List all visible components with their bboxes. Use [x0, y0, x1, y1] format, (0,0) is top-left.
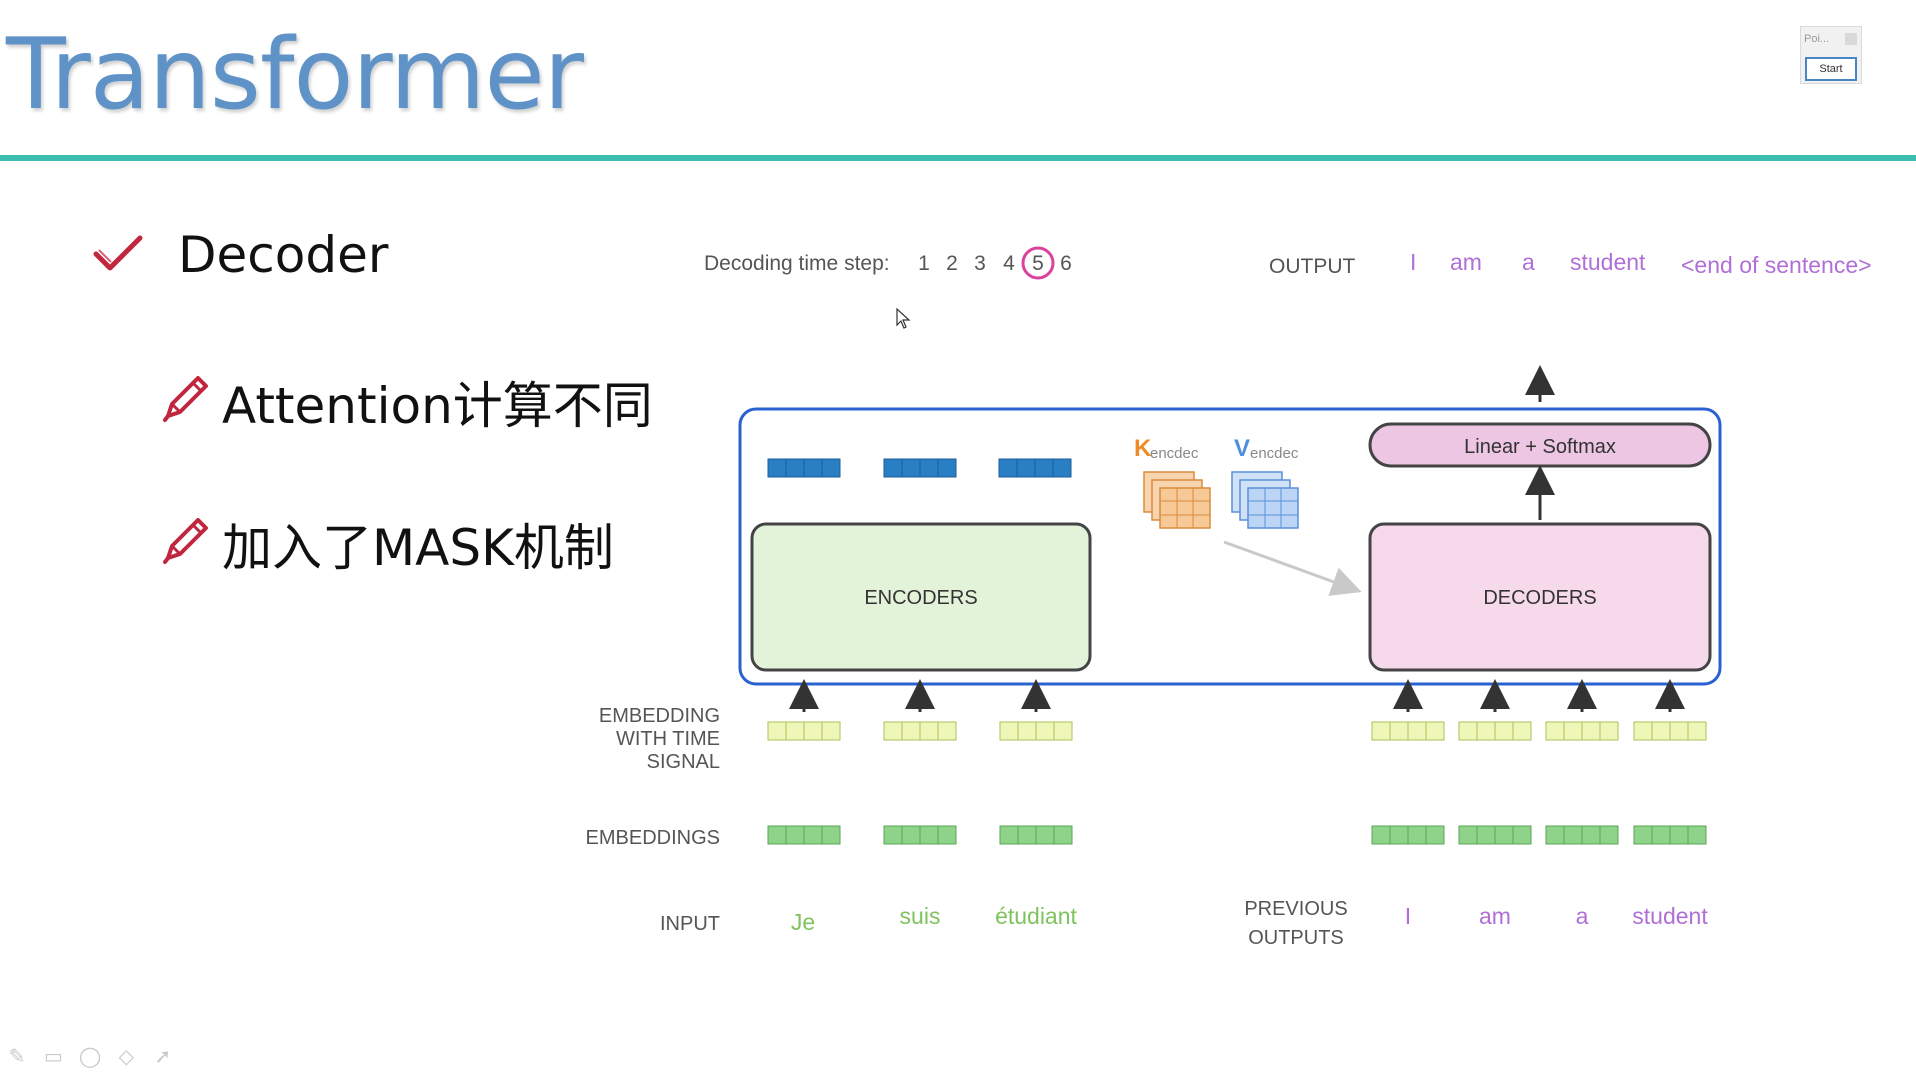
encoder-output-vector: [767, 458, 841, 478]
embedding-vector: [1633, 825, 1707, 845]
input-columns: [767, 679, 1073, 845]
presenter-widget: Poi... Start: [1800, 26, 1862, 84]
decoding-step-number: 6: [1060, 252, 1072, 275]
embedding-time-signal-vector: [1458, 721, 1532, 741]
mouse-cursor-icon: [896, 308, 911, 329]
eraser-icon[interactable]: ◯: [78, 1046, 102, 1068]
decoding-step-number: 4: [1003, 252, 1015, 275]
decoding-step-number: 5: [1032, 252, 1044, 275]
embeddings-label: EMBEDDINGS: [586, 827, 720, 849]
embedding-vector: [1545, 825, 1619, 845]
embedding-time-signal-label: EMBEDDING: [599, 705, 720, 727]
input-word: étudiant: [995, 903, 1077, 929]
encoders-label: ENCODERS: [864, 587, 977, 609]
embedding-time-signal-vector: [883, 721, 957, 741]
kv-to-decoder-arrow: [1223, 540, 1362, 596]
checkmark-icon: [93, 235, 143, 271]
output-word: <end of sentence>: [1681, 252, 1872, 278]
bullet-attention: Attention计算不同: [222, 377, 653, 435]
embedding-time-signal-vector: [1633, 721, 1707, 741]
embedding-vector: [1371, 825, 1445, 845]
highlighter-icon[interactable]: ◇: [118, 1046, 135, 1068]
embedding-vector: [1458, 825, 1532, 845]
output-word: student: [1570, 249, 1646, 275]
decoders-label: DECODERS: [1483, 587, 1596, 609]
k-matrices: [1143, 471, 1211, 529]
slide-title: Transformer: [6, 18, 584, 132]
output-label: OUTPUT: [1269, 255, 1356, 278]
embedding-time-signal-vector: [767, 721, 841, 741]
previous-output-columns: [1371, 679, 1707, 845]
v-matrices: [1231, 471, 1299, 529]
input-word: Je: [791, 909, 815, 935]
v-sub: encdec: [1250, 445, 1299, 462]
embedding-time-signal-vector: [999, 721, 1073, 741]
model-frame: [738, 407, 1722, 686]
decoders-box: [1368, 522, 1712, 672]
input-word: suis: [900, 903, 941, 929]
decoding-step-number: 1: [918, 252, 930, 275]
bullet-decoder: Decoder: [178, 226, 389, 284]
decoding-step-number: 2: [946, 252, 958, 275]
encoder-output-vector: [998, 458, 1072, 478]
decoding-step-number: 3: [974, 252, 986, 275]
encoders-box: [750, 522, 1092, 672]
previous-word: a: [1576, 903, 1589, 929]
embedding-time-signal-label: WITH TIME: [616, 728, 720, 750]
linear-softmax-label: Linear + Softmax: [1464, 436, 1616, 458]
encoder-output-vectors: [767, 458, 1072, 478]
k-label: K: [1134, 435, 1152, 462]
pencil-icon: [163, 376, 208, 422]
embedding-time-signal-vector: [1545, 721, 1619, 741]
start-button[interactable]: Start: [1805, 57, 1857, 81]
pointer-icon[interactable]: ➚: [154, 1046, 172, 1068]
step-highlight-circle: [1021, 246, 1055, 280]
screen-icon[interactable]: ▭: [44, 1046, 63, 1068]
output-word: a: [1522, 249, 1535, 275]
previous-word: am: [1479, 903, 1511, 929]
previous-outputs-label: PREVIOUS: [1244, 898, 1347, 920]
embedding-vector: [999, 825, 1073, 845]
bullet-mask: 加入了MASK机制: [222, 519, 614, 577]
embedding-time-signal-vector: [1371, 721, 1445, 741]
previous-outputs-label: OUTPUTS: [1248, 927, 1344, 949]
input-label: INPUT: [660, 913, 720, 935]
v-label: V: [1234, 435, 1250, 462]
pencil-icon: [163, 518, 208, 564]
embedding-vector: [767, 825, 841, 845]
encoder-output-vector: [883, 458, 957, 478]
previous-word: student: [1632, 903, 1708, 929]
embedding-vector: [883, 825, 957, 845]
pen-icon[interactable]: ✎: [8, 1046, 26, 1068]
embedding-time-signal-label: SIGNAL: [647, 751, 720, 773]
widget-close-icon[interactable]: [1845, 33, 1857, 45]
title-underline: [0, 155, 1916, 161]
previous-word: I: [1405, 903, 1411, 929]
decoding-step-label: Decoding time step:: [704, 252, 890, 275]
widget-title: Poi...: [1804, 33, 1830, 45]
output-word: am: [1450, 249, 1482, 275]
k-sub: encdec: [1150, 445, 1199, 462]
annotation-toolbar: ✎ ▭ ◯ ◇ ➚: [6, 1046, 184, 1074]
output-word: I: [1410, 249, 1416, 275]
